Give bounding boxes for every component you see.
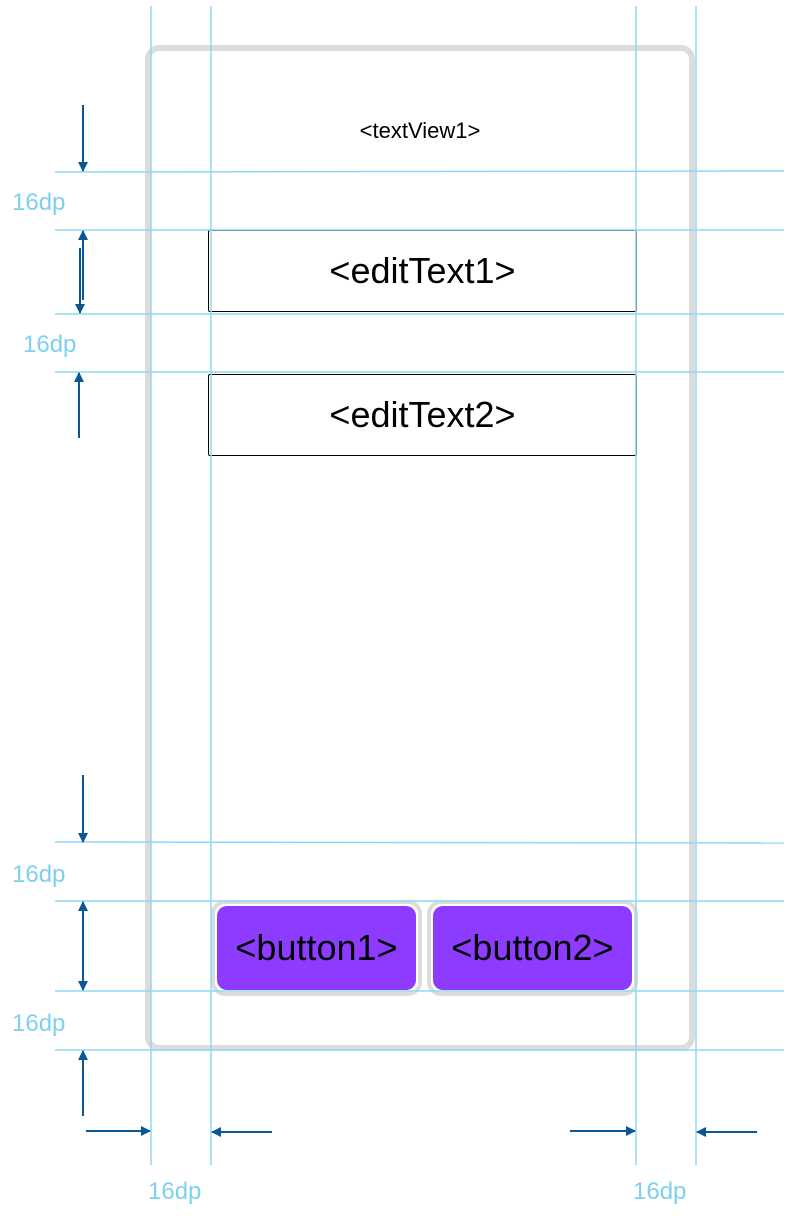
edit-text-2[interactable]: <editText2> [208, 374, 637, 456]
button-2-wrapper: <button2> [427, 900, 638, 996]
dimension-label-top-margin: 16dp [12, 189, 65, 216]
guide-lines [54, 6, 785, 1165]
phone-frame [145, 45, 695, 1051]
dimension-label-field-gap: 16dp [23, 331, 76, 358]
dimension-label-bottom-margin: 16dp [12, 1010, 65, 1037]
edit-text-1[interactable]: <editText1> [208, 230, 637, 312]
dimension-labels: 16dp 16dp 16dp 16dp 16dp 16dp [12, 189, 686, 1205]
dimension-arrows [74, 105, 757, 1137]
dimension-label-right-margin: 16dp [633, 1178, 686, 1205]
dimension-label-button-gap: 16dp [12, 861, 65, 888]
button-1[interactable]: <button1> [217, 906, 416, 990]
dimension-label-left-margin: 16dp [148, 1178, 201, 1205]
guide-horizontal-title-bottom [54, 170, 785, 173]
text-view-1: <textView1> [359, 118, 481, 143]
guide-horizontal-content-bottom [54, 841, 785, 844]
button-1-wrapper: <button1> [211, 900, 422, 996]
button-2[interactable]: <button2> [433, 906, 632, 990]
